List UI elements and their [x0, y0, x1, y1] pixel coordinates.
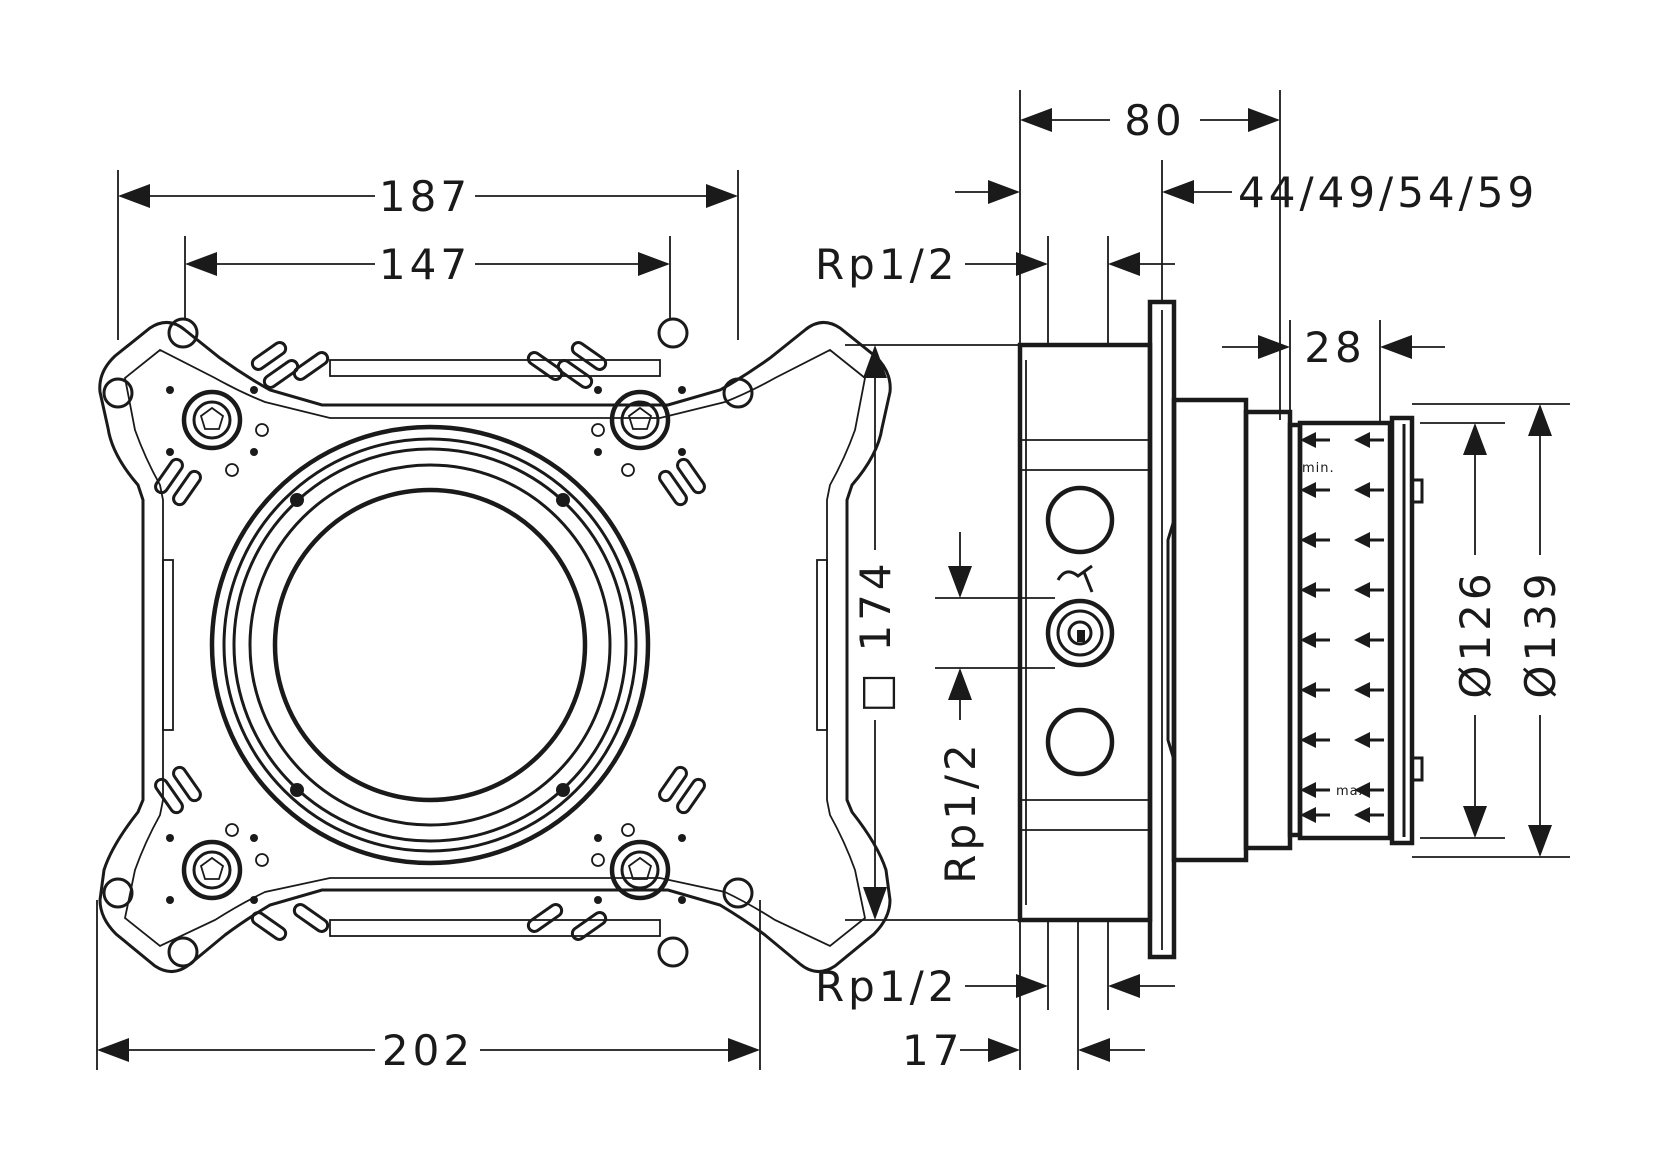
dim-rp-top-label: Rp1/2 [815, 240, 958, 289]
side-port-bottom [1045, 707, 1115, 777]
dim-174: □ 174 [845, 344, 1020, 921]
side-cylinder-step-1 [1171, 397, 1249, 863]
ring-screw-dot [290, 493, 304, 507]
front-outer-ring [209, 424, 651, 866]
front-inner-bore [272, 487, 588, 803]
front-body-inner-contour [124, 348, 866, 948]
front-top-strip [329, 359, 661, 377]
dim-147-label: 147 [379, 240, 471, 289]
dim-17-label: 17 [902, 1026, 963, 1075]
front-body-outline [98, 321, 892, 973]
front-right-strip [816, 559, 828, 731]
valve-boss-top-left [166, 386, 258, 456]
dim-202-label: 202 [382, 1026, 474, 1075]
dim-rp-side-label: Rp1/2 [936, 740, 985, 883]
sleeve-adjust-arrows [1300, 432, 1384, 823]
side-view: min. max. 80 44/49/54/59 [815, 90, 1570, 1075]
dim-202: 202 [96, 900, 761, 1075]
front-bottom-strip [329, 919, 661, 937]
ring-screw-dot [556, 783, 570, 797]
side-port-middle [1045, 598, 1115, 668]
front-left-strip [162, 559, 174, 731]
label-min: min. [1302, 461, 1335, 476]
dim-diameter-139: Ø139 [1412, 403, 1570, 858]
dim-diameter-139-label: Ø139 [1516, 569, 1565, 698]
dim-17: 17 [902, 920, 1145, 1075]
side-cylinder-step-2 [1243, 409, 1293, 851]
dim-rp-bottom: Rp1/2 [815, 920, 1175, 1011]
dim-rp-top: Rp1/2 [815, 236, 1175, 345]
front-view: 187 147 202 [96, 170, 892, 1075]
side-sleeve-tab-bottom [1410, 756, 1424, 782]
corner-mounting-holes [102, 317, 754, 968]
dim-187: 187 [117, 170, 739, 340]
side-port-top [1045, 485, 1115, 555]
dim-147: 147 [184, 236, 671, 320]
ring-screw-dot [556, 493, 570, 507]
valve-boss-bottom-left [166, 834, 258, 904]
label-max: max. [1336, 784, 1372, 799]
dim-diameter-126-label: Ø126 [1451, 569, 1500, 698]
valve-boss-top-right [594, 386, 686, 456]
front-ring-2 [222, 437, 638, 853]
dim-rp-side: Rp1/2 [935, 532, 1055, 884]
dim-44-49-54-59: 44/49/54/59 [955, 160, 1538, 300]
dim-28: 28 [1222, 320, 1445, 423]
flow-direction-icon [1056, 564, 1094, 593]
dim-187-label: 187 [379, 172, 471, 221]
front-small-holes [225, 423, 635, 867]
front-slot-ribs [154, 341, 706, 941]
dim-rp-bottom-label: Rp1/2 [815, 962, 958, 1011]
dim-174-label: □ 174 [851, 559, 900, 712]
side-sleeve-tab-top [1410, 478, 1424, 504]
ring-screw-dot [290, 783, 304, 797]
valve-boss-bottom-right [594, 834, 686, 904]
front-ring-3 [232, 447, 628, 843]
dim-80-label: 80 [1124, 96, 1185, 145]
front-ring-4 [248, 463, 612, 827]
side-sleeve-collar [1389, 415, 1415, 846]
dim-44-49-54-59-label: 44/49/54/59 [1238, 168, 1538, 217]
dim-28-label: 28 [1304, 323, 1365, 372]
dim-diameter-126: Ø126 [1420, 422, 1505, 839]
dim-80: 80 [1019, 90, 1281, 420]
